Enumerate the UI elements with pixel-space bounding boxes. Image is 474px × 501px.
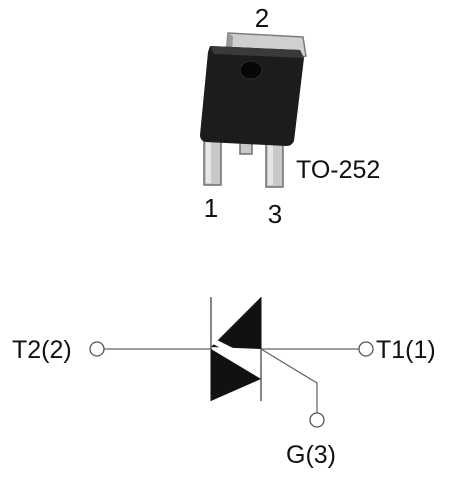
package-lead-1 (203, 139, 222, 186)
t1-terminal-circle (358, 341, 374, 357)
gate-label: G(3) (286, 441, 336, 469)
package-body (200, 46, 304, 146)
t1-label: T1(1) (376, 336, 436, 364)
package-lead-3 (265, 141, 284, 188)
triangle-lower (211, 349, 261, 401)
pin-label-3: 3 (268, 199, 282, 229)
pin-label-tab: 2 (255, 3, 269, 33)
triac-symbol: T2(2) T1(1) G(3) (12, 297, 436, 469)
package-body-bevel (210, 46, 304, 58)
to252-package: 2 1 3 TO-252 (200, 3, 380, 229)
gate-lead (260, 348, 318, 413)
package-dimple (239, 60, 263, 80)
pin-label-1: 1 (204, 193, 218, 223)
triangle-gap (211, 340, 261, 366)
t2-label: T2(2) (12, 336, 72, 364)
gate-terminal-circle (309, 412, 325, 428)
triangle-upper (211, 297, 261, 349)
t2-terminal-circle (89, 341, 105, 357)
package-name: TO-252 (296, 156, 380, 184)
